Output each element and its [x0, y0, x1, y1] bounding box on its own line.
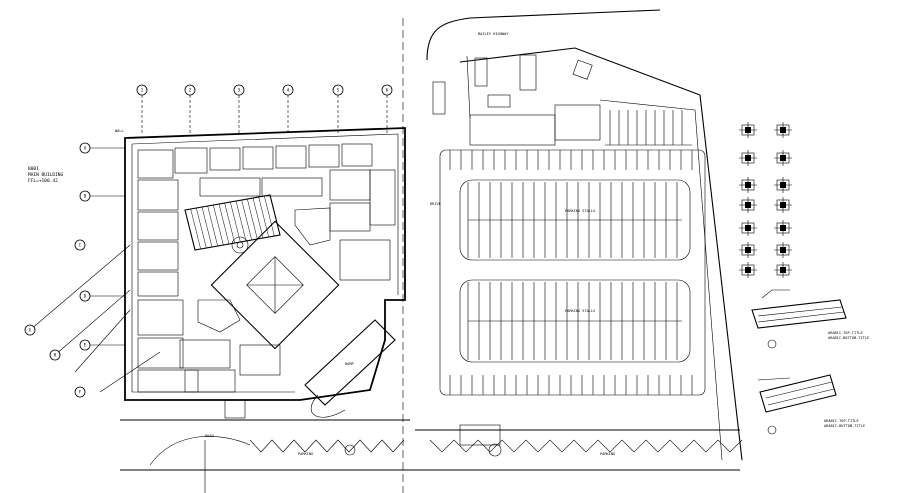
grid-bubble-left: D	[79, 290, 91, 302]
svg-text:ARABIC-BOTTOM-TITLE: ARABIC-BOTTOM-TITLE	[828, 336, 869, 340]
grid-bubble-left: G	[24, 324, 36, 336]
interior-rooms	[137, 143, 396, 393]
svg-text:C: C	[79, 243, 82, 248]
detail-symbol	[739, 220, 757, 236]
spiral-stair	[231, 236, 249, 254]
angled-parking-bottom	[249, 439, 743, 453]
grid-bubble-left: E	[79, 339, 91, 351]
room-diamond-right	[294, 207, 331, 246]
svg-text:6: 6	[386, 88, 389, 93]
grid-bubble-left: F	[74, 386, 86, 398]
svg-text:D: D	[84, 294, 87, 299]
svg-text:E: E	[84, 343, 87, 348]
entrance-ramp: RAMP	[304, 319, 396, 418]
svg-text:G: G	[29, 328, 32, 333]
grid-bubble-left: C	[74, 239, 86, 251]
parking-island-upper	[459, 179, 691, 261]
svg-text:F: F	[79, 390, 82, 395]
staircase	[184, 194, 281, 251]
road-label: ROAD	[205, 434, 214, 438]
detail-symbol	[774, 220, 792, 236]
grid-bubble-top: 5	[332, 84, 344, 135]
detail-symbol	[774, 177, 792, 193]
grid-bubble-left: H	[49, 349, 61, 361]
detail-symbol	[774, 122, 792, 138]
detail-symbol	[739, 197, 757, 213]
grid-bubble-top: 4	[282, 84, 294, 135]
svg-text:RAMP: RAMP	[345, 362, 354, 366]
detail-symbol	[774, 262, 792, 278]
building-name: MAIN BUILDING	[28, 172, 64, 178]
grid-bubble-left: A	[79, 142, 91, 154]
detail-symbol	[774, 150, 792, 166]
leader-lines	[29, 147, 161, 393]
building-level: FFL=+100.42	[28, 178, 58, 184]
svg-text:2: 2	[189, 88, 192, 93]
detail-symbol	[739, 150, 757, 166]
street-label: BAILEY HIGHWAY	[478, 32, 509, 36]
parking-stalls-lower	[467, 282, 682, 360]
detail-symbol	[739, 242, 757, 258]
grid-bubble-left: B	[79, 190, 91, 202]
detail-symbol	[739, 122, 757, 138]
detail-symbol	[774, 197, 792, 213]
parking-label-bottom-right: PARKING	[600, 452, 615, 456]
detail-section-b: ARABIC-TOP-TITLE ARABIC-BOTTOM-TITLE	[757, 374, 865, 435]
detail-symbol	[739, 177, 757, 193]
detail-symbol	[774, 242, 792, 258]
svg-text:ARABIC-BOTTOM-TITLE: ARABIC-BOTTOM-TITLE	[824, 424, 865, 428]
road-curve	[426, 9, 661, 61]
svg-text:B: B	[84, 194, 87, 199]
parking-island-lower	[459, 279, 691, 363]
drive-label: DRIVE	[430, 202, 441, 206]
svg-text:H: H	[54, 353, 57, 358]
detail-symbol	[739, 262, 757, 278]
svg-text:1: 1	[141, 88, 144, 93]
grid-bubble-top: 6	[381, 84, 393, 135]
parking-field-label-2: PARKING STALLS	[565, 309, 595, 313]
spiral-stair-core	[236, 241, 244, 249]
parking-stalls-right-top	[605, 110, 692, 146]
grid-bubble-top: 2	[184, 84, 196, 135]
site-boundary	[459, 47, 743, 461]
svg-text:5: 5	[337, 88, 340, 93]
site-boundary-inner	[466, 55, 723, 461]
parking-stalls-top-row	[449, 150, 693, 170]
svg-text:A: A	[84, 146, 87, 151]
grid-bubble-top: 1	[136, 84, 148, 135]
parking-stalls-bottom-row	[449, 375, 693, 395]
svg-text:ARABIC-TOP-TITLE: ARABIC-TOP-TITLE	[828, 331, 863, 335]
detail-symbols	[739, 122, 792, 278]
main-building-inner-wall	[131, 133, 399, 393]
room-diamond-left	[197, 299, 241, 333]
parking-stalls-upper	[467, 182, 682, 258]
service-yard	[432, 54, 601, 146]
main-building-wall	[124, 127, 406, 401]
wall-label: WALL	[115, 129, 124, 133]
bottom-road	[120, 419, 740, 471]
building-id: B001	[28, 166, 39, 172]
grid-left: A B C D E F G H	[24, 142, 91, 398]
central-atrium	[210, 220, 340, 350]
grid-bubble-top: 3	[233, 84, 245, 135]
parking-label-bottom-left: PARKING	[298, 452, 313, 456]
grid-top: 1 2 3 4 5 6	[136, 84, 393, 135]
parking-lot-outline	[439, 149, 706, 396]
equipment-cluster	[224, 399, 502, 457]
detail-section-a: ARABIC-TOP-TITLE ARABIC-BOTTOM-TITLE	[751, 289, 869, 349]
svg-text:3: 3	[238, 88, 241, 93]
bottom-road-curve	[149, 436, 251, 466]
svg-text:ARABIC-TOP-TITLE: ARABIC-TOP-TITLE	[824, 419, 859, 423]
svg-text:4: 4	[287, 88, 290, 93]
parking-field-label-1: PARKING STALLS	[565, 209, 595, 213]
